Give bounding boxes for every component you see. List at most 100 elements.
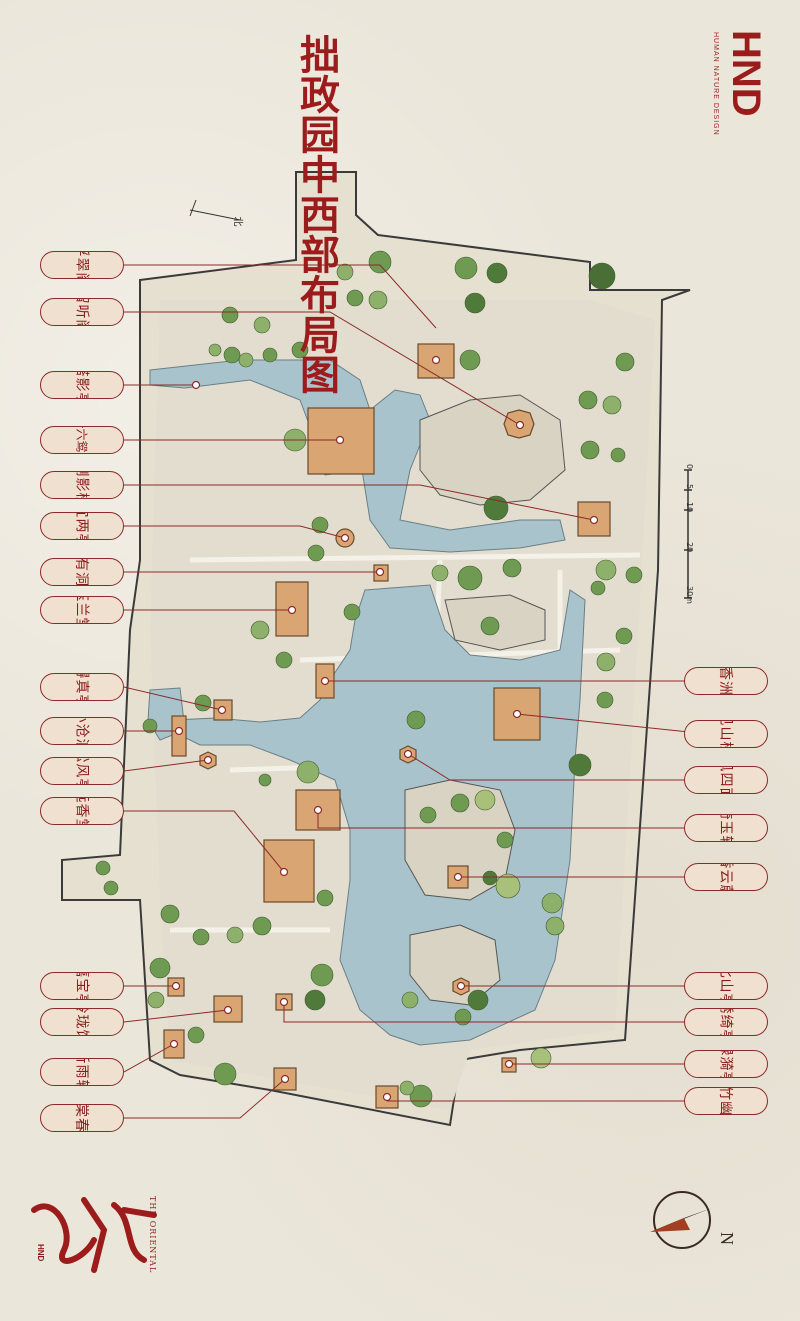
tree — [480, 616, 500, 636]
tree — [530, 1047, 552, 1069]
scale-tick: 5 — [685, 484, 694, 490]
tree — [275, 651, 293, 669]
building-yiyuxuan — [263, 839, 315, 903]
tree — [502, 558, 522, 578]
label-yiliangting: 宜两亭 — [40, 512, 124, 540]
tree — [252, 916, 272, 936]
leader-liutingge — [124, 311, 521, 426]
tree — [221, 306, 239, 324]
scale-tick: 20 — [685, 542, 694, 553]
tree — [368, 250, 392, 274]
scale-tick: 10 — [685, 502, 694, 513]
tree — [580, 440, 600, 460]
tree — [450, 793, 470, 813]
tree — [482, 870, 498, 886]
tree — [431, 564, 449, 582]
page-title: 拙政园中西部布局图 — [293, 34, 340, 394]
tree — [454, 1008, 472, 1026]
tree — [336, 263, 354, 281]
pond-central — [174, 584, 586, 1046]
label-hefengsimian: 荷风四面亭 — [684, 766, 768, 794]
tree — [213, 1062, 237, 1086]
leader-fucuige — [124, 264, 437, 329]
label-jiabaoting: 嘉宝亭 — [40, 972, 124, 1000]
tree — [238, 352, 254, 368]
label-haitangchunwu: 海棠春坞 — [40, 1104, 124, 1132]
tree — [541, 892, 563, 914]
label-xiangzhou: 香洲 — [684, 667, 768, 695]
tree — [454, 256, 478, 280]
tree — [615, 352, 635, 372]
leader-yuanxiangtang — [124, 810, 285, 873]
label-bieyoudongtian: 别有洞天 — [40, 558, 124, 586]
tree — [496, 831, 514, 849]
tree — [406, 710, 426, 730]
tree — [596, 691, 614, 709]
tree — [304, 989, 326, 1011]
label-tingyuxuan: 听雨轩 — [40, 1058, 124, 1086]
leader-yiliangting — [124, 525, 346, 539]
tree — [296, 760, 320, 784]
leader-linglongguan — [123, 1009, 229, 1023]
tree — [253, 316, 271, 334]
leader-yiyuxuan — [317, 810, 708, 829]
tree — [103, 880, 119, 896]
map-north-arrow — [189, 199, 241, 221]
tree — [483, 495, 509, 521]
leader-lines-right — [283, 680, 709, 1102]
label-beishanting: 北山亭 — [684, 972, 768, 1000]
label-xiaocanglang: 小沧浪 — [40, 717, 124, 745]
scale-bar — [684, 469, 692, 599]
tree — [160, 904, 180, 924]
tree — [419, 806, 437, 824]
oriental-logo — [24, 1190, 164, 1280]
leader-tingyuxuan — [123, 1043, 175, 1073]
leader-daoyinglou — [124, 484, 595, 521]
label-linglongguan: 玲珑馆 — [40, 1008, 124, 1036]
island-north — [419, 394, 566, 506]
leader-lines — [123, 264, 595, 1119]
label-yiyuxuan: 倚玉轩 — [684, 814, 768, 842]
map-north-label: 北 — [231, 216, 243, 227]
tree — [316, 889, 334, 907]
oriental-subtitle: THE ORIENTAL — [148, 1196, 157, 1274]
tree — [258, 773, 272, 787]
tree — [545, 916, 565, 936]
tree — [194, 694, 212, 712]
tree — [590, 580, 606, 596]
tree — [578, 390, 598, 410]
tree — [368, 290, 388, 310]
tree — [343, 603, 361, 621]
leader-jianshanlou — [516, 713, 709, 735]
tree — [615, 627, 633, 645]
tree — [208, 343, 222, 357]
tree — [602, 395, 622, 415]
tree — [346, 289, 364, 307]
label-daoyinglou: 倒影楼 — [40, 471, 124, 499]
tree — [250, 620, 270, 640]
tree — [223, 346, 241, 364]
label-jianshanlou: 见山楼 — [684, 720, 768, 748]
building-xiaocanglang — [171, 715, 187, 757]
scale-tick: 0 — [685, 464, 694, 470]
tree — [95, 860, 111, 876]
tree — [596, 652, 616, 672]
tree — [474, 789, 496, 811]
tree — [291, 341, 309, 359]
tree — [495, 873, 521, 899]
label-liutingge: 留听阁 — [40, 298, 124, 326]
tree — [459, 349, 481, 371]
tree — [310, 963, 334, 987]
brand-subtitle: HUMAN NATURE DESIGN — [712, 32, 719, 136]
label-yulantang: 玉兰堂 — [40, 596, 124, 624]
leader-markers — [169, 355, 599, 1102]
tree — [464, 292, 486, 314]
label-dezhenting: 得真亭 — [40, 673, 124, 701]
tree — [399, 1080, 415, 1096]
tree — [467, 989, 489, 1011]
label-songfengting: 松风亭 — [40, 757, 124, 785]
tree — [595, 559, 617, 581]
compass-label: N — [717, 1232, 737, 1245]
tree — [226, 926, 244, 944]
tree — [262, 347, 278, 363]
